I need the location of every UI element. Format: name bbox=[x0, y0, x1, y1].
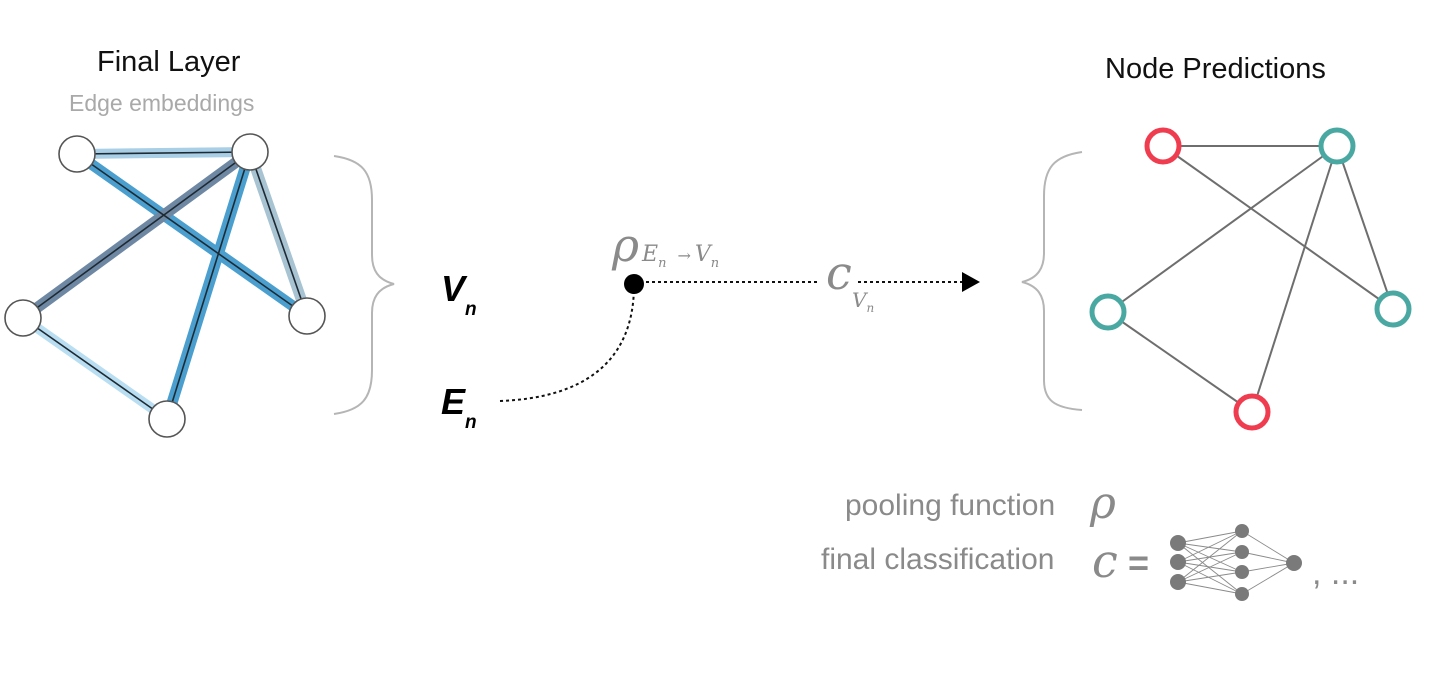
edge-to-pool-path bbox=[499, 284, 635, 402]
left-panel-title: Final Layer bbox=[97, 46, 241, 78]
right-brace bbox=[333, 155, 395, 415]
e-n-label: En bbox=[441, 381, 477, 433]
legend-tail: , ... bbox=[1312, 554, 1360, 592]
final-classification-symbol: c bbox=[1092, 534, 1118, 588]
pred-node-red-bottom bbox=[1233, 393, 1271, 431]
pred-edge-5 bbox=[1251, 145, 1338, 413]
pred-node-teal-right bbox=[1374, 290, 1412, 328]
edge-tr-r bbox=[249, 151, 308, 317]
rho-sub-v-n: n bbox=[710, 256, 720, 271]
rho-sub-e-n: n bbox=[658, 256, 667, 271]
arrowhead-icon bbox=[962, 272, 980, 292]
node-top-right bbox=[231, 133, 269, 171]
final-classification-label: final classification bbox=[821, 543, 1055, 576]
c-symbol: c bbox=[826, 246, 852, 300]
pred-node-red-top bbox=[1144, 127, 1182, 165]
rho-sub-v: V bbox=[694, 242, 711, 267]
v-symbol: V bbox=[441, 268, 466, 309]
edge-tr-l bbox=[22, 151, 251, 319]
mlp-network-icon bbox=[1170, 524, 1302, 601]
prediction-nodes bbox=[1089, 127, 1412, 431]
prediction-edges bbox=[1107, 145, 1394, 413]
right-panel-title: Node Predictions bbox=[1105, 53, 1326, 85]
node-bottom bbox=[148, 400, 186, 438]
pred-edge-4 bbox=[1336, 145, 1394, 310]
pooling-node bbox=[624, 274, 644, 294]
pred-edge-3 bbox=[1107, 145, 1338, 313]
left-brace bbox=[1021, 151, 1083, 411]
node-left bbox=[4, 299, 42, 337]
rho-sub-e: E bbox=[642, 242, 659, 267]
e-symbol: E bbox=[441, 381, 466, 422]
pred-edge-2 bbox=[1162, 145, 1394, 310]
graph-edges bbox=[22, 151, 308, 420]
e-subscript: n bbox=[465, 412, 477, 433]
edge-l-b bbox=[22, 317, 168, 420]
rho-symbol: ρ bbox=[612, 218, 640, 272]
edge-tl-r bbox=[76, 153, 308, 317]
rho-sub-arrow: → bbox=[677, 246, 691, 265]
pooling-function-label: pooling function bbox=[845, 489, 1056, 522]
c-sub-v: V bbox=[852, 288, 867, 312]
graph-nodes bbox=[4, 133, 326, 438]
pred-node-teal-left bbox=[1089, 293, 1127, 331]
v-n-label: Vn bbox=[441, 268, 477, 320]
pooling-function-symbol: ρ bbox=[1090, 478, 1116, 529]
node-right bbox=[288, 297, 326, 335]
pred-node-teal-top bbox=[1318, 127, 1356, 165]
equals-sign: = bbox=[1128, 542, 1150, 583]
edge-tl-tr bbox=[76, 151, 251, 155]
c-sub-v-n: n bbox=[866, 301, 875, 315]
rho-subscript: En →Vn bbox=[642, 242, 719, 271]
c-subscript: Vn bbox=[852, 288, 875, 315]
pred-edge-6 bbox=[1107, 311, 1253, 413]
left-panel-subtitle: Edge embeddings bbox=[69, 90, 255, 116]
node-top-left bbox=[58, 135, 96, 173]
edge-tr-b bbox=[166, 151, 251, 420]
v-subscript: n bbox=[465, 299, 477, 320]
